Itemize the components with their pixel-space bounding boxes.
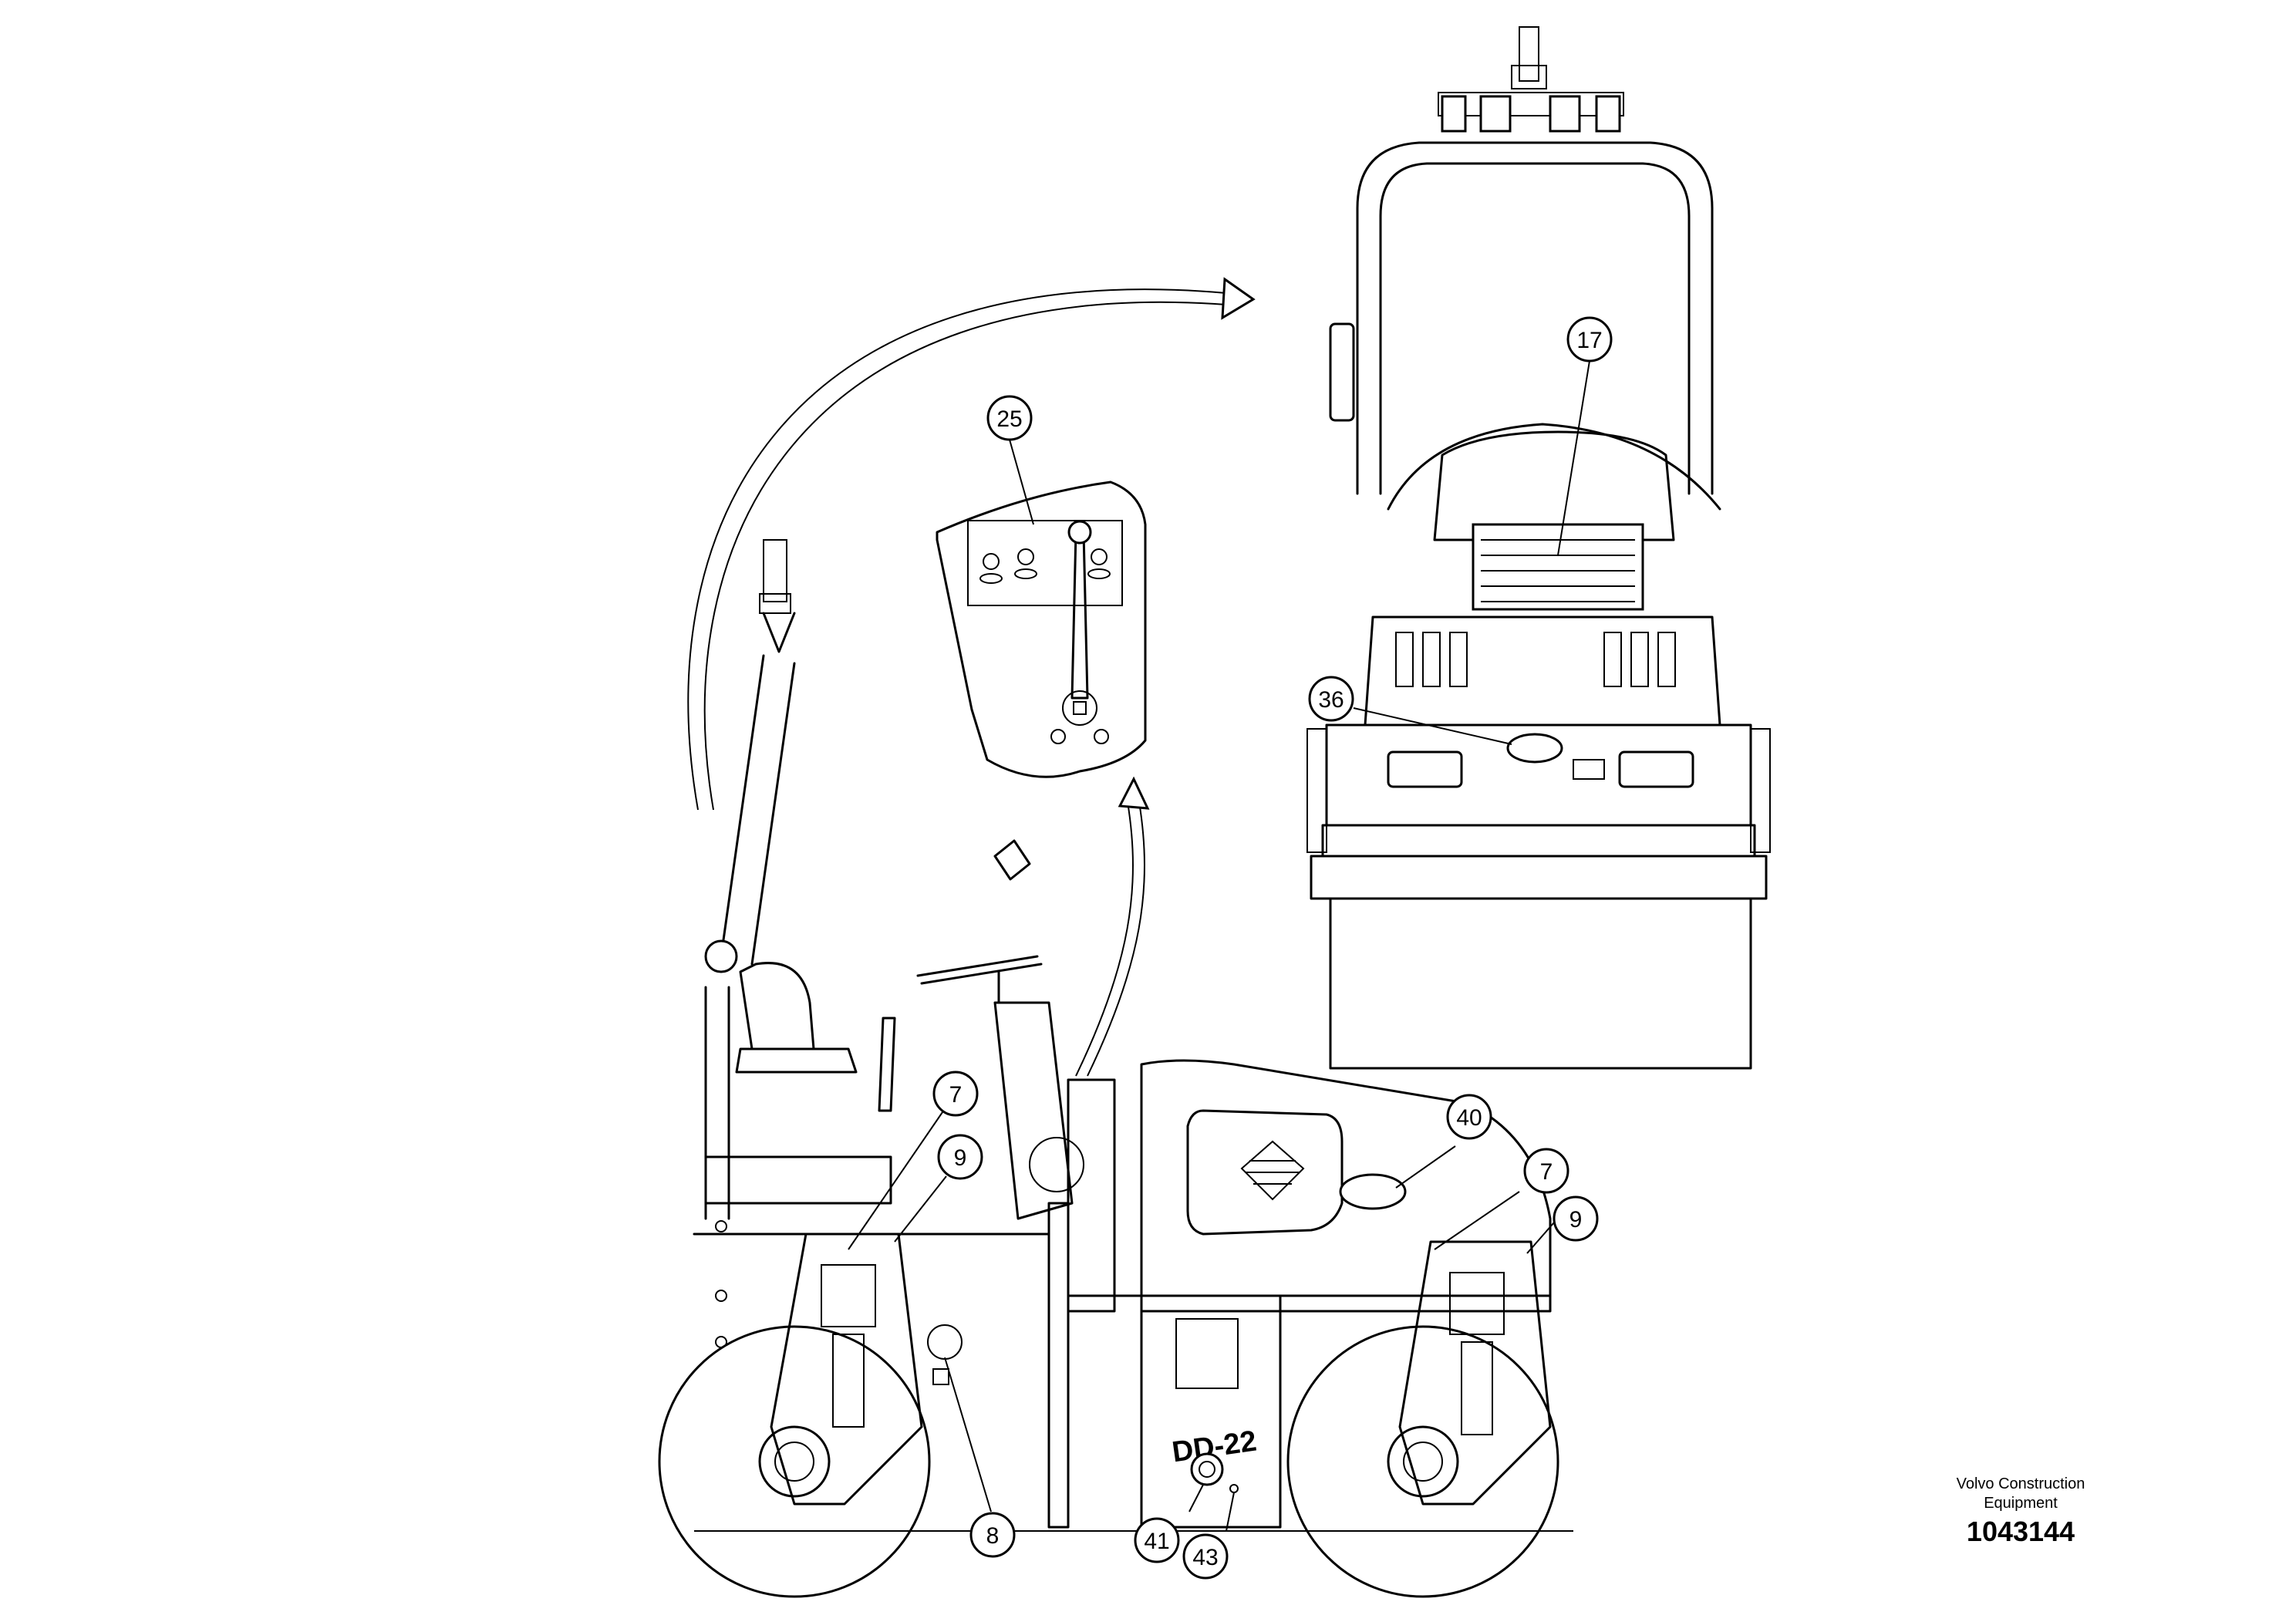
svg-text:9: 9 xyxy=(1569,1207,1583,1233)
svg-text:7: 7 xyxy=(1540,1159,1553,1185)
svg-text:9: 9 xyxy=(954,1145,967,1171)
view-arrow-to-rear xyxy=(687,277,1256,811)
leader-lines xyxy=(848,360,1590,1532)
svg-text:40: 40 xyxy=(1456,1105,1482,1131)
control-console-detail xyxy=(936,481,1147,778)
callout-9-rear: 9 xyxy=(1553,1195,1599,1242)
drive-lever xyxy=(1070,531,1089,700)
brand-line-1: Volvo Construction xyxy=(1956,1475,2085,1492)
callout-7-front: 7 xyxy=(932,1071,979,1117)
svg-text:17: 17 xyxy=(1576,328,1602,353)
svg-text:8: 8 xyxy=(986,1523,1000,1549)
view-arrow-to-console xyxy=(1075,776,1150,1077)
svg-text:43: 43 xyxy=(1192,1545,1218,1570)
svg-text:7: 7 xyxy=(949,1082,963,1108)
callout-8: 8 xyxy=(969,1512,1016,1558)
callout-7-rear: 7 xyxy=(1523,1148,1569,1194)
drawing-number: 1043144 xyxy=(1966,1516,2075,1547)
callout-9-front: 9 xyxy=(937,1134,983,1180)
hood-vent-grille xyxy=(1240,1140,1305,1201)
rear-view-drawing xyxy=(1306,26,1771,1070)
callout-41: 41 xyxy=(1134,1517,1180,1563)
rear-grille xyxy=(1481,539,1635,602)
plug-41 xyxy=(1190,1452,1224,1486)
svg-text:25: 25 xyxy=(996,406,1022,432)
control-cylinders xyxy=(1395,632,1676,687)
brand-line-2: Equipment xyxy=(1984,1495,2058,1512)
rear-decal-36 xyxy=(1506,733,1563,764)
callout-40: 40 xyxy=(1446,1094,1492,1140)
callout-36: 36 xyxy=(1308,676,1354,722)
toggle-switch xyxy=(1014,548,1037,579)
callout-25: 25 xyxy=(986,395,1033,441)
svg-text:36: 36 xyxy=(1318,687,1344,713)
brand-name: Volvo Construction Equipment xyxy=(1905,1475,2136,1513)
svg-text:41: 41 xyxy=(1144,1529,1169,1554)
rear-drum xyxy=(1286,1240,1559,1598)
callout-17: 17 xyxy=(1566,316,1613,363)
front-drum xyxy=(658,1233,931,1598)
hood-decal-40 xyxy=(1339,1173,1407,1210)
toggle-switch xyxy=(979,553,1003,584)
callout-43: 43 xyxy=(1182,1533,1229,1580)
toggle-switch xyxy=(1087,548,1111,579)
